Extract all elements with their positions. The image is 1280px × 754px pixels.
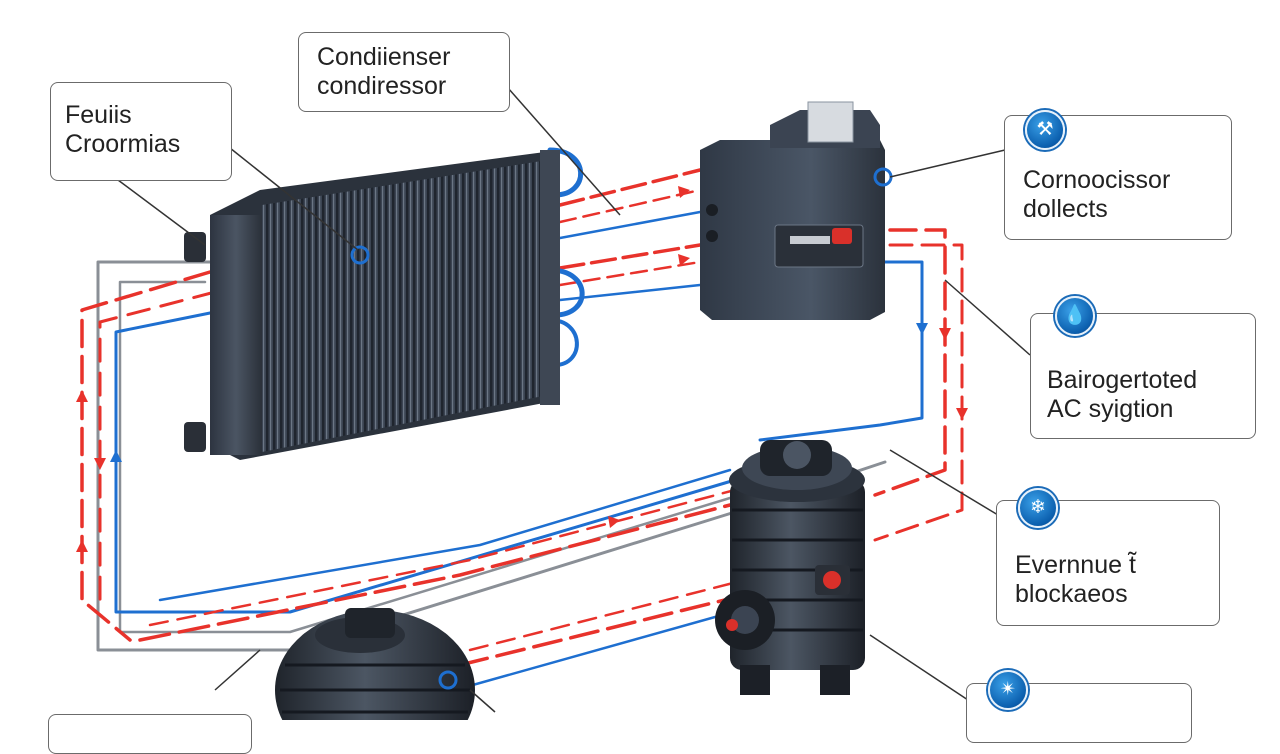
leader-lines	[117, 87, 1031, 713]
cold-line-left	[114, 310, 737, 614]
hot-line-diagonal-2	[148, 488, 737, 627]
condenser-hose-mid	[547, 267, 585, 318]
hot-line-mid-2	[558, 260, 702, 287]
label-top-center-line1: Condiienser	[317, 43, 451, 71]
hot-line-right-1	[873, 228, 947, 497]
hot-line-left-1	[80, 270, 212, 642]
cold-line-diagonal	[158, 468, 732, 602]
hot-line-bottom-1	[458, 593, 747, 667]
condenser-marker	[350, 245, 370, 265]
motor-marker	[438, 670, 458, 690]
label-right-2-line2: AC syigtion	[1047, 395, 1174, 423]
label-top-center-line2: condiressor	[317, 72, 447, 100]
refrigerant-lines	[80, 147, 964, 692]
label-right-2: Bairogertoted AC syigtion	[1030, 313, 1256, 439]
cold-line-bottom	[453, 608, 742, 692]
label-right-2-line1: Bairogertoted	[1047, 366, 1198, 394]
label-bottom-left	[48, 714, 252, 754]
receiver-drier	[700, 101, 893, 320]
flow-arrows	[76, 186, 968, 552]
compressor	[715, 440, 865, 695]
condenser	[184, 150, 560, 460]
label-right-1-line1: Cornoocissor	[1023, 166, 1171, 194]
hot-line-diagonal-1	[138, 503, 732, 642]
cold-line-right	[758, 260, 924, 442]
water-drop-icon: 💧	[1055, 296, 1095, 336]
label-top-left-line2: Croormias	[65, 130, 181, 158]
label-top-left-line1: Feuiis	[65, 101, 132, 129]
snowflake-icon: ❄	[1018, 488, 1058, 528]
label-top-left: Feuiis Croormias	[50, 82, 232, 181]
wrench-icon: ⚒	[1025, 110, 1065, 150]
hot-line-left-2	[98, 290, 217, 612]
label-right-1-line2: dollects	[1023, 195, 1108, 223]
hot-line-bottom-2	[468, 578, 747, 652]
cold-line-top	[558, 210, 702, 240]
ac-system-diagram	[76, 87, 1031, 720]
label-right-3-line1: Evernnue t̃	[1015, 551, 1136, 579]
hot-line-top-2	[558, 188, 702, 224]
hot-line-right-2	[873, 243, 964, 542]
label-right-1: Cornoocissor dollects	[1004, 115, 1232, 240]
hot-line-top-1	[558, 168, 702, 207]
label-right-3-line2: blockaeos	[1015, 580, 1128, 608]
blower-motor	[275, 608, 475, 720]
fan-icon: ✴	[988, 670, 1028, 710]
hot-line-mid-1	[558, 243, 702, 270]
condenser-hose-top	[547, 147, 584, 198]
label-top-center: Condiienser condiressor	[298, 32, 510, 112]
